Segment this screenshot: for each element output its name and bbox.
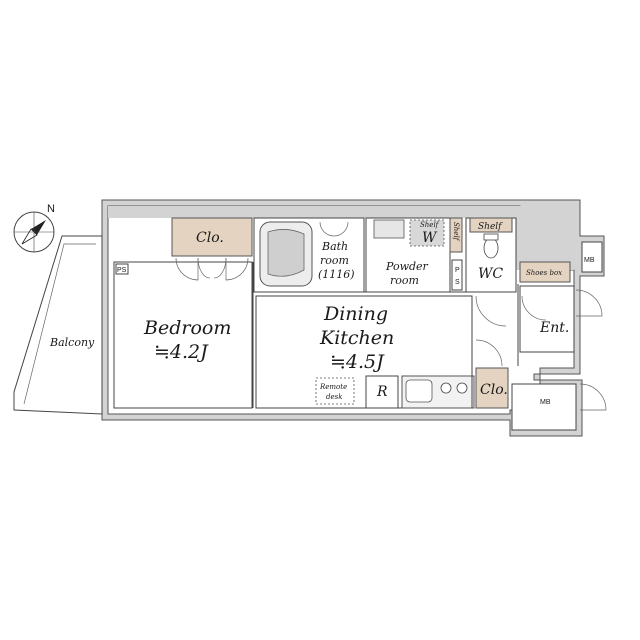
fridge-label: R (376, 384, 388, 400)
dining-label-line1: Dining (323, 303, 388, 325)
toilet-tank (483, 233, 499, 241)
compass-north-label: N (47, 203, 55, 215)
closet-door-4 (213, 257, 227, 279)
shoes-box (519, 261, 571, 283)
kitchen-closet-door (475, 339, 503, 367)
top-wall-band (108, 206, 574, 218)
closet-door-1 (175, 257, 199, 281)
bedroom-closet-label: Clo. (196, 230, 224, 246)
powder-label-line1: Powder (385, 260, 429, 273)
wc-door (521, 295, 547, 321)
washer-label: W (422, 230, 438, 246)
bedroom-closet (171, 217, 253, 257)
ps-bedroom-label: PS (117, 267, 127, 274)
balcony-label: Balcony (49, 336, 95, 349)
compass: N (13, 203, 55, 253)
shelf-vertical-label: Shelf (452, 222, 460, 242)
stove-burner-2 (456, 382, 468, 394)
kitchen-closet-label: Clo. (480, 382, 508, 398)
entrance-door (575, 289, 603, 317)
balcony-rail (23, 243, 96, 405)
ps-box (451, 259, 463, 291)
wc-shelf-label: Shelf (478, 222, 503, 232)
shelf-vertical-box (449, 217, 463, 253)
stove-burner-1 (440, 382, 452, 394)
kitchen-sink (405, 379, 433, 403)
kitchen-closet (475, 367, 509, 409)
remote-label-line2: desk (326, 393, 342, 401)
dining-label-line2: Kitchen (319, 327, 394, 349)
fridge-box (365, 375, 399, 409)
ps-bedroom-box (115, 263, 129, 275)
right-wall-band (516, 206, 574, 270)
mb-top-label: MB (584, 257, 595, 264)
bath-door (319, 221, 349, 237)
closet-door-2 (225, 257, 249, 281)
bedroom-name: Bedroom (143, 317, 231, 339)
mb-top-box (581, 241, 603, 273)
hall-door-2 (475, 295, 507, 327)
mb-bottom-label: MB (540, 399, 551, 406)
remote-label-line1: Remote (319, 383, 347, 391)
powder-label-line2: room (390, 274, 419, 287)
compass-needle-north (31, 220, 46, 235)
balcony-outline (13, 235, 103, 415)
bath-label-line2: room (320, 254, 349, 267)
bath-label-line3: (1116) (318, 268, 355, 281)
mb-bottom-box (511, 383, 577, 431)
ps-bottom-label: S (455, 279, 460, 286)
basin (373, 219, 405, 239)
powder-shelf-label: Shelf (420, 221, 440, 229)
wc-label: WC (478, 266, 503, 282)
ps-top-label: P (455, 267, 460, 274)
dining-size: ≒4.5J (330, 351, 385, 373)
entrance-label: Ent. (539, 320, 569, 336)
balcony: Balcony (13, 235, 103, 415)
toilet-bowl (483, 237, 499, 259)
closet-door-3 (197, 257, 211, 279)
bedroom-area (113, 261, 253, 409)
bedroom-size: ≒4.2J (154, 341, 209, 363)
washer-box (409, 219, 445, 247)
bathtub-inner (267, 229, 305, 277)
bath-label-line1: Bath (321, 240, 348, 253)
mb-door (579, 383, 607, 411)
wc-shelf-box (469, 217, 513, 233)
entrance-area (519, 285, 575, 353)
shoes-box-label: Shoes box (526, 269, 562, 277)
remote-desk (315, 377, 355, 405)
